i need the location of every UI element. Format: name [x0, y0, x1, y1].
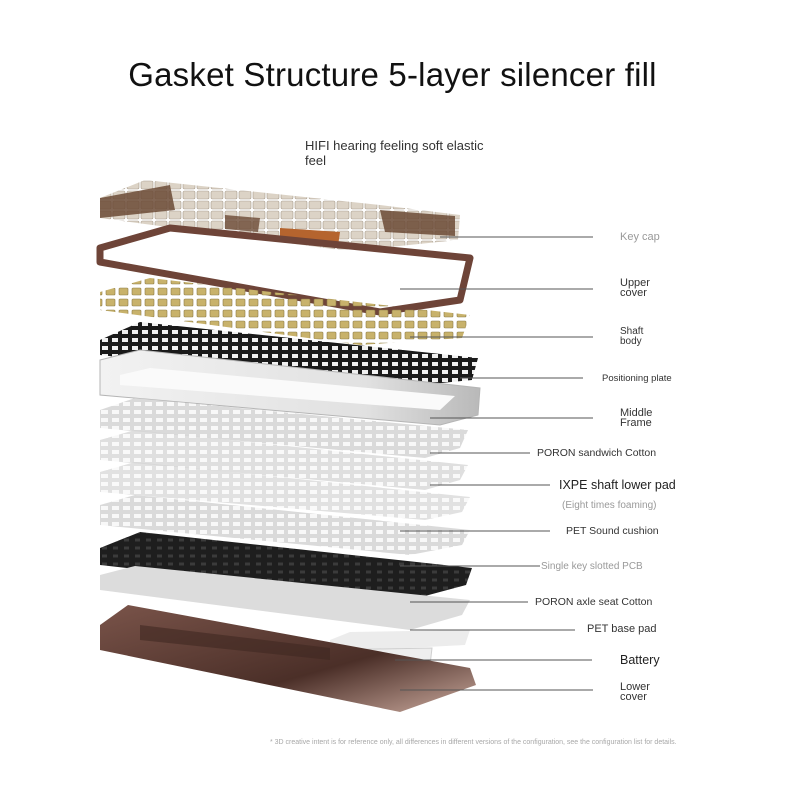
label-positioning-plate: Positioning plate — [602, 373, 672, 384]
label-ixpe-note: (Eight times foaming) — [562, 500, 656, 511]
label-key-cap: Key cap — [620, 232, 660, 243]
label-shaft-body: Shaft body — [620, 327, 660, 347]
label-poron-sandwich: PORON sandwich Cotton — [537, 448, 656, 459]
label-lower-cover: Lower cover — [620, 682, 660, 702]
label-middle-frame: Middle Frame — [620, 408, 670, 428]
label-pet-cushion: PET Sound cushion — [566, 526, 659, 537]
footnote: * 3D creative intent is for reference on… — [270, 739, 677, 746]
label-upper-cover: Upper cover — [620, 278, 660, 298]
subtitle: HIFI hearing feeling soft elastic feel — [305, 138, 495, 168]
label-battery: Battery — [620, 654, 660, 666]
label-pet-base: PET base pad — [587, 624, 657, 635]
label-pcb: Single key slotted PCB — [541, 561, 643, 572]
page-title: Gasket Structure 5-layer silencer fill — [0, 56, 785, 94]
label-ixpe-pad: IXPE shaft lower pad — [559, 479, 676, 491]
label-poron-axle: PORON axle seat Cotton — [535, 597, 652, 608]
